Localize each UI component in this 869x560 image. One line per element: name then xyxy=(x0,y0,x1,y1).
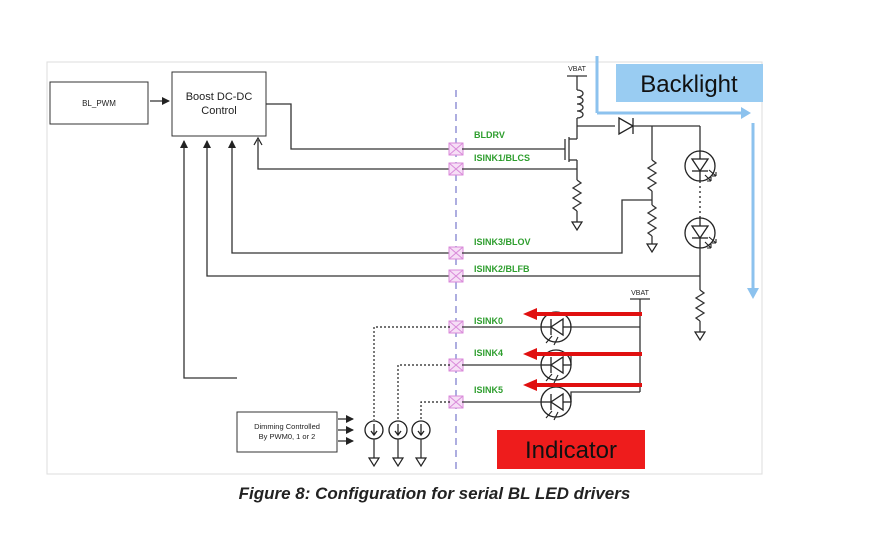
pad-isink2 xyxy=(448,269,464,283)
boost-control-block xyxy=(171,71,267,137)
bl-pwm-block xyxy=(49,81,149,125)
indicator-led-0 xyxy=(540,311,572,346)
indicator-callout xyxy=(497,430,645,469)
vbat-indicator-label: VBAT xyxy=(631,290,649,297)
pad-isink5 xyxy=(448,395,464,409)
bl-pwm-label: BL_PWM xyxy=(82,99,116,108)
pin-isink4: ISINK4 xyxy=(474,348,503,358)
pin-bldrv: BLDRV xyxy=(474,130,505,140)
current-sink-5 xyxy=(411,420,431,440)
backlight-callout xyxy=(616,64,763,102)
ovp-resistor-top xyxy=(646,159,658,192)
vbat-top-label: VBAT xyxy=(568,66,586,73)
indicator-label: Indicator xyxy=(525,437,617,464)
pad-isink1 xyxy=(448,162,464,176)
pad-isink3 xyxy=(448,246,464,260)
boost-label-line2: Control xyxy=(201,105,236,117)
inductor xyxy=(576,89,584,119)
dimming-label-line1: Dimming Controlled xyxy=(254,422,320,431)
pad-bldrv xyxy=(448,142,464,156)
figure-caption: Figure 8: Configuration for serial BL LE… xyxy=(238,484,631,503)
pin-isink5: ISINK5 xyxy=(474,385,503,395)
backlight-led-1 xyxy=(684,150,717,182)
backlight-led-2 xyxy=(684,217,717,249)
ovp-resistor-bottom xyxy=(646,204,658,237)
pad-isink4 xyxy=(448,358,464,372)
pin-isink2: ISINK2/BLFB xyxy=(474,264,530,274)
current-sink-0 xyxy=(364,420,384,440)
dimming-label-line2: By PWM0, 1 or 2 xyxy=(259,432,316,441)
sense-resistor xyxy=(571,179,583,212)
dimming-block xyxy=(236,411,338,453)
boost-label-line1: Boost DC-DC xyxy=(186,91,253,103)
pin-isink1: ISINK1/BLCS xyxy=(474,153,530,163)
mosfet-switch xyxy=(564,136,578,172)
feedback-resistor xyxy=(694,289,706,322)
pin-isink3: ISINK3/BLOV xyxy=(474,237,531,247)
pad-isink0 xyxy=(448,320,464,334)
boost-diode xyxy=(618,116,635,136)
current-sink-4 xyxy=(388,420,408,440)
pin-isink0: ISINK0 xyxy=(474,316,503,326)
backlight-label: Backlight xyxy=(640,71,738,98)
indicator-led-5 xyxy=(540,386,572,421)
